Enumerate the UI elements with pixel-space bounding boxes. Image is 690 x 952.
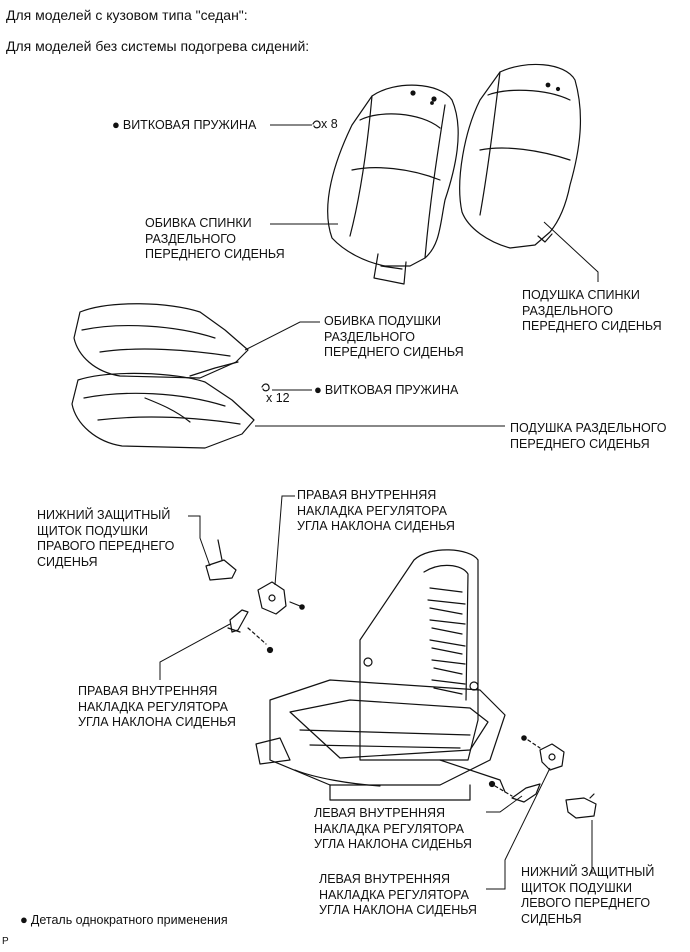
label-spring-top-text: ВИТКОВАЯ ПРУЖИНА bbox=[122, 118, 257, 132]
label-spring-top: ВИТКОВАЯ ПРУЖИНА bbox=[112, 117, 256, 134]
label-left-recliner-2: ЛЕВАЯ ВНУТРЕННЯЯ НАКЛАДКА РЕГУЛЯТОРА УГЛ… bbox=[319, 872, 477, 917]
left-recliner-cover-1-illustration bbox=[511, 783, 541, 803]
legend-text: Деталь однократного применения bbox=[30, 913, 228, 927]
left-shield-illustration bbox=[565, 793, 597, 819]
right-shield-illustration bbox=[205, 539, 237, 581]
label-cushion-pad: ПОДУШКА РАЗДЕЛЬНОГО ПЕРЕДНЕГО СИДЕНЬЯ bbox=[510, 421, 667, 451]
label-seatback-pad: ПОДУШКА СПИНКИ РАЗДЕЛЬНОГО ПЕРЕДНЕГО СИД… bbox=[522, 288, 662, 333]
label-right-recliner-top: ПРАВАЯ ВНУТРЕННЯЯ НАКЛАДКА РЕГУЛЯТОРА УГ… bbox=[297, 488, 455, 533]
label-spring-mid-count: x 12 bbox=[266, 391, 290, 405]
label-left-shield: НИЖНИЙ ЗАЩИТНЫЙ ЩИТОК ПОДУШКИ ЛЕВОГО ПЕР… bbox=[521, 865, 655, 926]
label-spring-mid-text: ВИТКОВАЯ ПРУЖИНА bbox=[324, 383, 459, 397]
figure-code: P bbox=[2, 936, 9, 947]
label-spring-mid: ВИТКОВАЯ ПРУЖИНА bbox=[314, 382, 458, 399]
seatback-pad-illustration bbox=[459, 63, 582, 249]
left-recliner-cover-2-illustration bbox=[539, 743, 565, 771]
right-recliner-cover-bottom-illustration bbox=[227, 609, 249, 633]
header-line-1: Для моделей с кузовом типа "седан": bbox=[6, 7, 248, 23]
cushion-cover-illustration bbox=[73, 303, 249, 379]
label-cushion-cover: ОБИВКА ПОДУШКИ РАЗДЕЛЬНОГО ПЕРЕДНЕГО СИД… bbox=[324, 314, 464, 359]
label-seatback-cover: ОБИВКА СПИНКИ РАЗДЕЛЬНОГО ПЕРЕДНЕГО СИДЕ… bbox=[145, 216, 285, 261]
legend-single-use: Деталь однократного применения bbox=[20, 912, 228, 929]
header-line-2: Для моделей без системы подогрева сидени… bbox=[6, 38, 310, 54]
label-right-recliner-bottom: ПРАВАЯ ВНУТРЕННЯЯ НАКЛАДКА РЕГУЛЯТОРА УГ… bbox=[78, 684, 236, 729]
seatback-cover-illustration bbox=[327, 84, 459, 285]
coil-spring-top-icon bbox=[312, 120, 321, 129]
label-spring-top-count: x 8 bbox=[321, 117, 338, 131]
cushion-pad-illustration bbox=[71, 372, 255, 449]
coil-spring-mid-icon bbox=[261, 383, 270, 392]
seat-frame-illustration bbox=[255, 549, 506, 801]
label-right-shield: НИЖНИЙ ЗАЩИТНЫЙ ЩИТОК ПОДУШКИ ПРАВОГО ПЕ… bbox=[37, 508, 175, 569]
right-recliner-cover-top-illustration bbox=[257, 581, 287, 615]
label-left-recliner-1: ЛЕВАЯ ВНУТРЕННЯЯ НАКЛАДКА РЕГУЛЯТОРА УГЛ… bbox=[314, 806, 472, 851]
